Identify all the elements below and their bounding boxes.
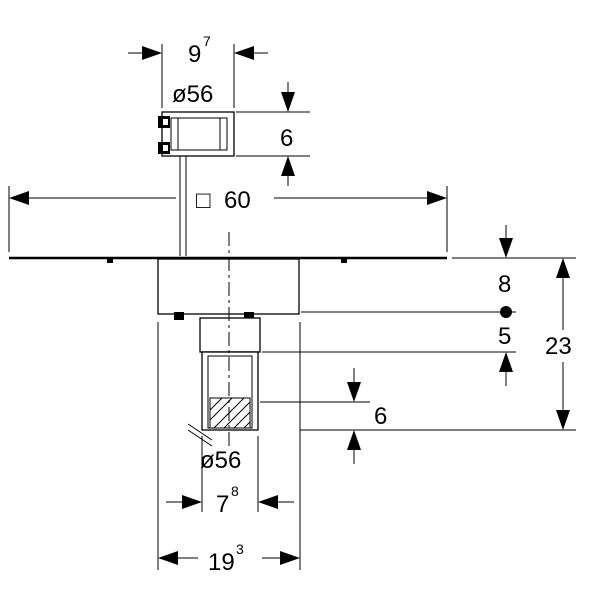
top-diameter-label: ø56 bbox=[172, 81, 213, 108]
outer-width-sup: 3 bbox=[236, 541, 244, 557]
top-height-label: 6 bbox=[280, 125, 293, 152]
top-width-label: 9 bbox=[188, 41, 201, 68]
inner-width-label: 7 bbox=[216, 491, 229, 518]
plate-size-label: 60 bbox=[224, 187, 251, 214]
bottom-diameter-label: ø56 bbox=[200, 447, 241, 474]
main-body bbox=[157, 232, 300, 447]
mark-5-label: 5 bbox=[498, 323, 511, 350]
plate-dimension bbox=[8, 186, 448, 252]
top-cap bbox=[128, 44, 310, 256]
flange-plate bbox=[9, 256, 447, 263]
right-dimensions bbox=[260, 225, 576, 464]
lower-height-label: 6 bbox=[374, 403, 387, 430]
top-width-sup: 7 bbox=[203, 33, 211, 49]
overall-height-label: 23 bbox=[545, 333, 572, 360]
outer-width-label: 19 bbox=[208, 549, 235, 576]
mark-8-label: 8 bbox=[498, 271, 511, 298]
plate-size-symbol: □ bbox=[196, 187, 211, 214]
bottom-dimensions bbox=[157, 322, 301, 570]
inner-width-sup: 8 bbox=[231, 483, 239, 499]
